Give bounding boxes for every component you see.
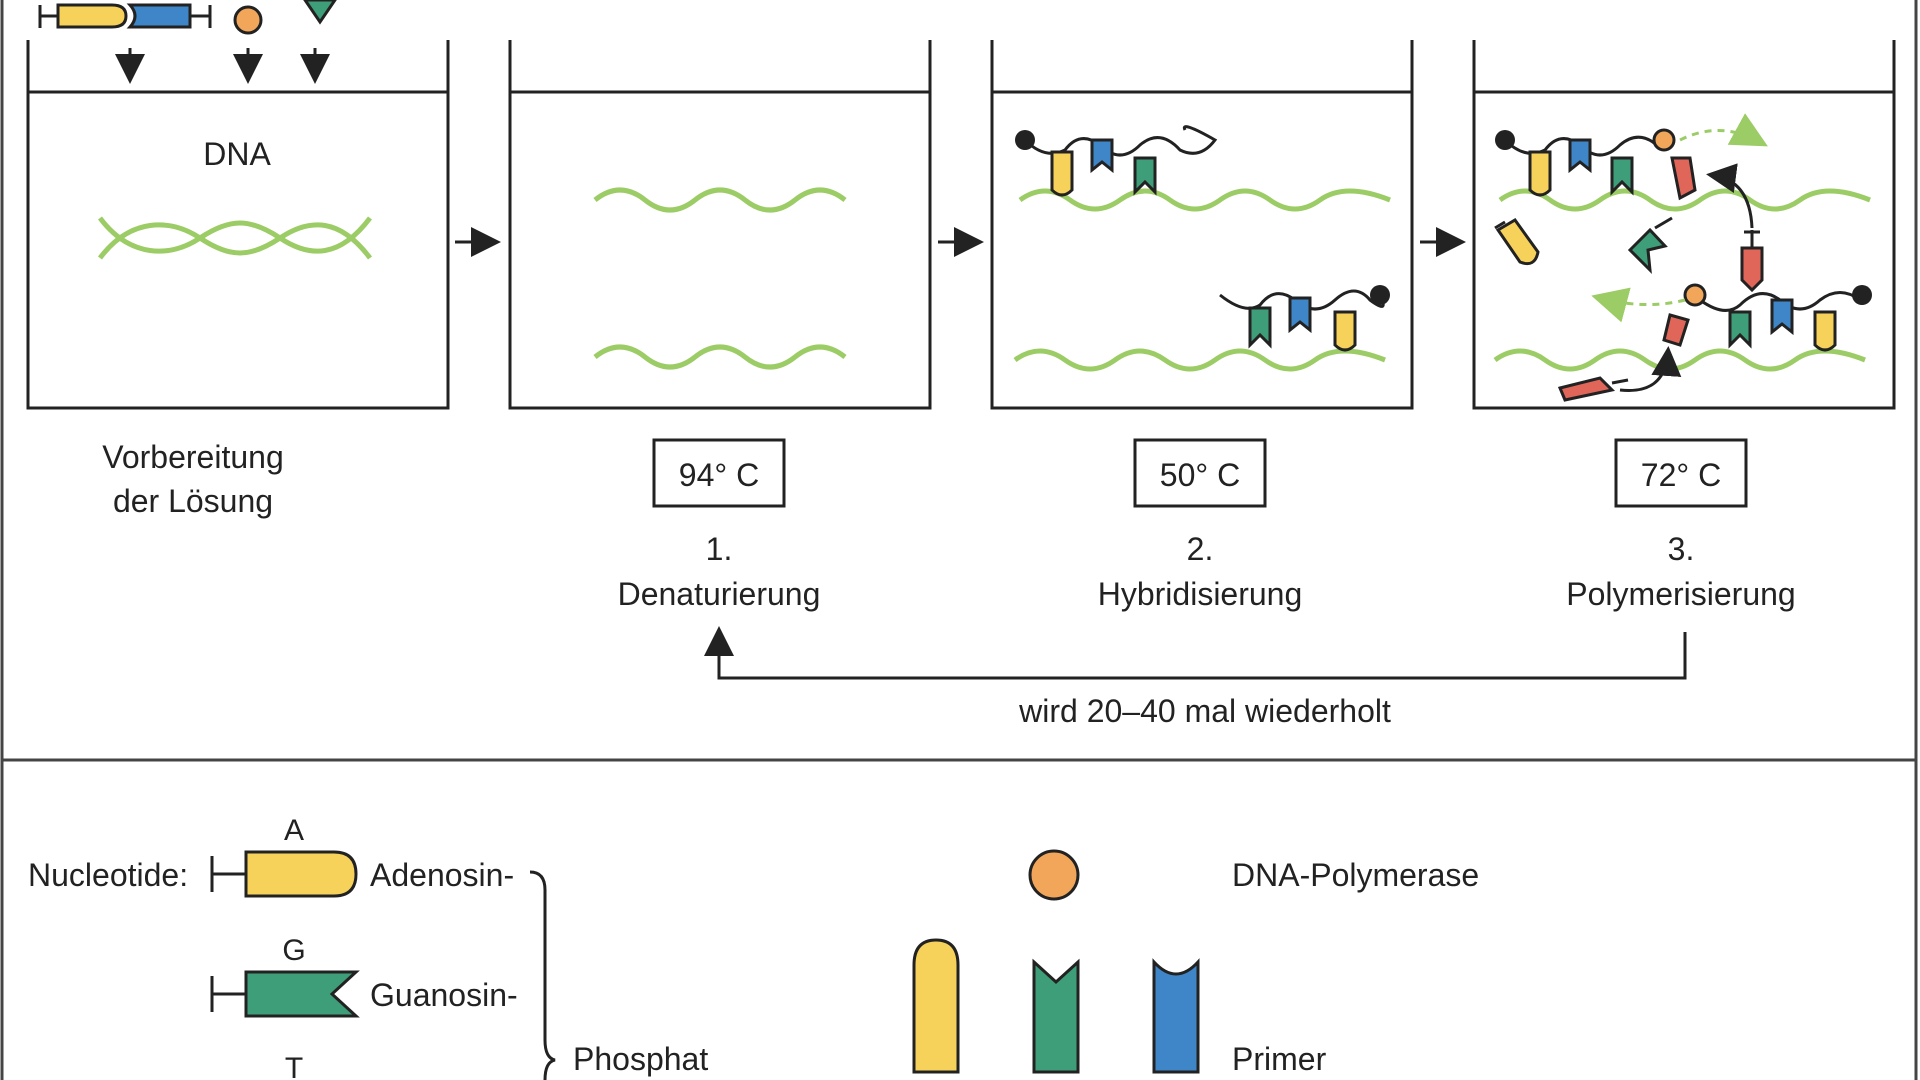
legend-letter-g: G xyxy=(282,934,305,967)
step-name-denaturation: Denaturierung xyxy=(618,576,821,612)
beaker-denaturation xyxy=(508,40,932,410)
temperature-hybridization: 50° C xyxy=(1160,457,1240,493)
denatured-strands xyxy=(593,187,847,370)
primer-icon xyxy=(303,0,337,25)
step-number-hybridization: 2. xyxy=(1187,531,1214,567)
adenosine-shape xyxy=(244,850,358,898)
step-name-hybridization: Hybridisierung xyxy=(1098,576,1303,612)
legend-polymerase-label: DNA-Polymerase xyxy=(1232,857,1479,893)
polymerization-strands xyxy=(1493,113,1872,402)
legend-letter-a: A xyxy=(284,814,304,847)
temperature-box-denaturation: 94° C xyxy=(652,438,786,508)
prep-caption-line2: der Lösung xyxy=(113,483,273,519)
polymerase-legend-icon xyxy=(1028,849,1080,901)
temperature-polymerization: 72° C xyxy=(1641,457,1721,493)
dna-label: DNA xyxy=(203,136,271,172)
cycle-loop-arrow xyxy=(704,626,1687,680)
legend: Nucleotide: A Adenosin- G Guanosin- T Ph… xyxy=(28,814,1479,1080)
hybridized-strands xyxy=(1013,125,1391,372)
beaker-hybridization xyxy=(990,40,1414,410)
guanosine-shape xyxy=(244,970,360,1018)
legend-letter-t: T xyxy=(285,1052,303,1080)
legend-name-adenosine: Adenosin- xyxy=(370,857,514,893)
beaker-polymerization xyxy=(1472,40,1896,410)
dna-double-helix xyxy=(98,216,372,260)
primer-legend-yellow xyxy=(912,938,960,1074)
step-number-polymerization: 3. xyxy=(1668,531,1695,567)
polymerase-icon xyxy=(233,5,263,35)
beakers xyxy=(26,40,1896,410)
legend-name-guanosine: Guanosin- xyxy=(370,977,518,1013)
beaker-prep xyxy=(26,40,450,410)
legend-nucleotides-label: Nucleotide: xyxy=(28,857,188,893)
step-name-polymerization: Polymerisierung xyxy=(1566,576,1795,612)
temperature-denaturation: 94° C xyxy=(679,457,759,493)
step-number-denaturation: 1. xyxy=(706,531,733,567)
phosphate-brace xyxy=(529,870,556,1080)
temperature-box-polymerization: 72° C xyxy=(1614,438,1748,508)
primer-legend-blue xyxy=(1152,958,1200,1074)
temperature-box-hybridization: 50° C xyxy=(1133,438,1267,508)
prep-caption-line1: Vorbereitung xyxy=(102,439,283,475)
primer-legend-green xyxy=(1032,958,1080,1074)
legend-primer-label: Primer xyxy=(1232,1041,1327,1077)
legend-phosphate-label: Phosphat xyxy=(573,1041,708,1077)
cycle-repeat-label: wird 20–40 mal wiederholt xyxy=(1018,693,1391,729)
input-icons xyxy=(38,0,337,84)
